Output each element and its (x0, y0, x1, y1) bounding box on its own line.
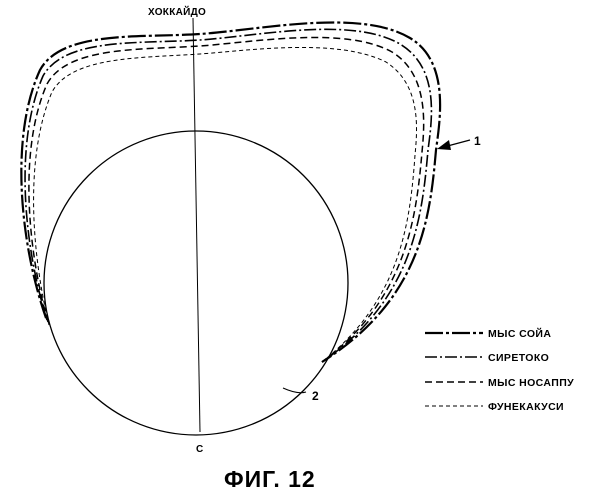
center-axis-line (193, 18, 200, 432)
legend-label-nosappu: МЫС НОСАППУ (488, 377, 574, 389)
callout-label-1: 1 (474, 134, 481, 148)
profile-curve-siretoko (25, 29, 431, 362)
callout-label-2: 2 (312, 389, 319, 403)
axis-top-label: ХОККАЙДО (148, 5, 206, 18)
profile-curve-funekakusi (34, 47, 417, 362)
legend-label-siretoko: СИРЕТОКО (488, 352, 549, 364)
profile-curve-nosappu (29, 37, 424, 362)
legend: МЫС СОЙА СИРЕТОКО МЫС НОСАППУ ФУНЕКАКУСИ (425, 327, 574, 413)
axis-bottom-label: С (196, 444, 204, 455)
callout-arrowhead-1 (437, 140, 451, 150)
legend-label-funekakusi: ФУНЕКАКУСИ (488, 401, 564, 413)
legend-label-soya: МЫС СОЙА (488, 327, 551, 340)
figure-caption: ФИГ. 12 (224, 466, 316, 492)
